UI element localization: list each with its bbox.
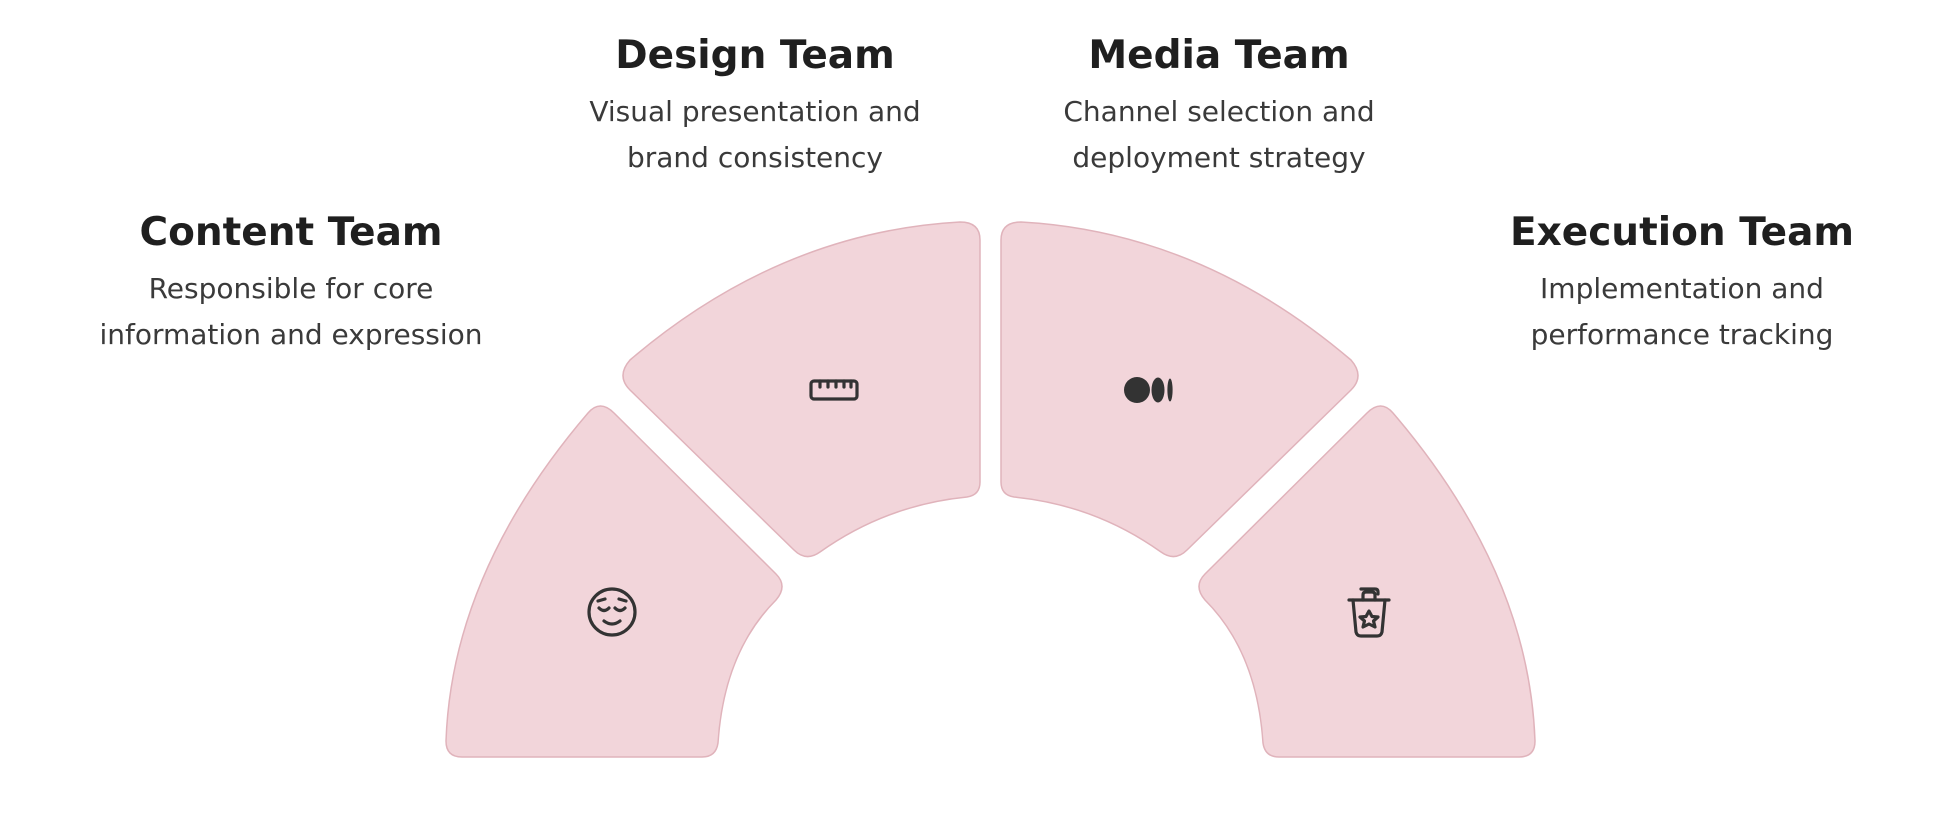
team-description-line: Channel selection and xyxy=(1063,95,1375,128)
team-description-line: performance tracking xyxy=(1530,318,1834,351)
team-label-content: Content Team Responsible for core inform… xyxy=(99,208,482,358)
team-description-line: information and expression xyxy=(99,318,483,351)
team-label-design: Design Team Visual presentation and bran… xyxy=(589,31,920,181)
team-description-line: Visual presentation and xyxy=(589,95,921,128)
medium-logo-icon xyxy=(1124,377,1173,403)
team-description-line: brand consistency xyxy=(626,141,884,174)
team-description: Channel selection and deployment strateg… xyxy=(1063,89,1374,181)
team-title: Design Team xyxy=(615,33,895,78)
team-title: Content Team xyxy=(139,210,443,255)
team-description-line: deployment strategy xyxy=(1072,141,1366,174)
team-title: Media Team xyxy=(1088,33,1350,78)
relieved-face-icon xyxy=(587,587,637,637)
team-description: Responsible for core information and exp… xyxy=(99,266,482,358)
segment-media xyxy=(1000,221,1359,558)
team-description: Visual presentation and brand consistenc… xyxy=(589,89,920,181)
segment-execution xyxy=(1198,405,1536,758)
team-label-media: Media Team Channel selection and deploym… xyxy=(1063,31,1374,181)
segment-design xyxy=(622,221,981,558)
team-description-line: Implementation and xyxy=(1540,272,1824,305)
team-label-execution: Execution Team Implementation and perfor… xyxy=(1510,208,1854,358)
team-description: Implementation and performance tracking xyxy=(1510,266,1854,358)
trash-star-icon xyxy=(1347,587,1391,638)
ruler-icon xyxy=(809,379,859,401)
team-title: Execution Team xyxy=(1509,210,1855,255)
team-description-line: Responsible for core xyxy=(148,272,434,305)
segment-content xyxy=(445,405,783,758)
